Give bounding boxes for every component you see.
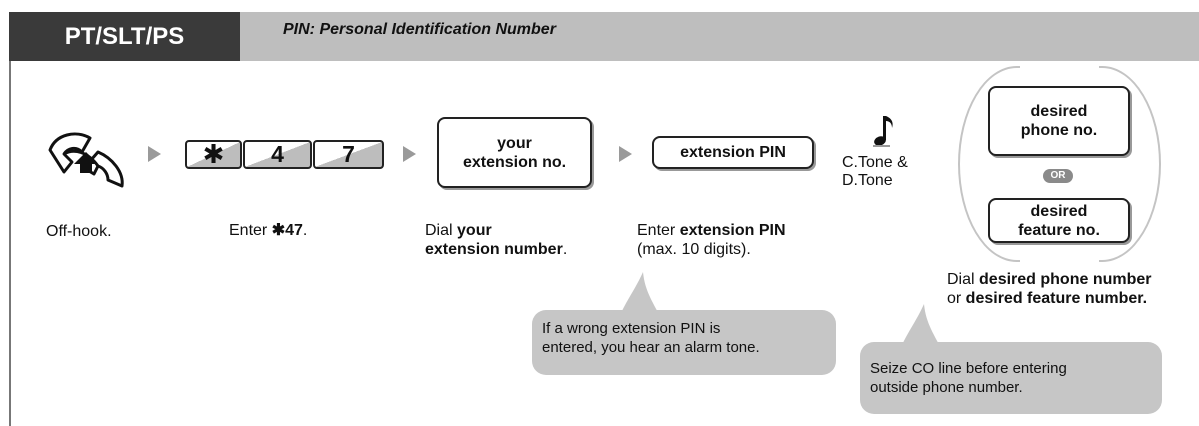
note-bubble-wrong-pin: If a wrong extension PIN is entered, you… xyxy=(532,310,836,375)
page-title: PIN: Personal Identification Number xyxy=(283,21,556,38)
music-note-icon xyxy=(873,116,893,147)
digit-4-key: 4 xyxy=(243,140,312,169)
digit-7-key: 7 xyxy=(313,140,384,169)
caption-off-hook: Off-hook. xyxy=(46,223,112,240)
note-bubble-seize-co: Seize CO line before entering outside ph… xyxy=(860,342,1162,414)
bubble-text-line: outside phone number. xyxy=(870,379,1023,396)
bubble-text-line: Seize CO line before entering xyxy=(870,360,1067,377)
your-extension-box: your extension no. xyxy=(437,117,592,188)
bubble-text-line: entered, you hear an alarm tone. xyxy=(542,339,760,356)
arrow-right-icon xyxy=(148,146,161,162)
or-badge: OR xyxy=(1043,169,1073,183)
header-tab: PT/SLT/PS xyxy=(9,12,240,61)
desired-phone-box: desired phone no. xyxy=(988,86,1130,156)
caption-enter-pin: Enter extension PIN (max. 10 digits). xyxy=(637,222,786,258)
off-hook-handset-icon xyxy=(48,132,124,188)
arrow-right-icon xyxy=(619,146,632,162)
bubble-tail-seize xyxy=(898,304,944,354)
desired-phone-label: desired phone no. xyxy=(1020,103,1098,139)
left-divider xyxy=(9,61,11,426)
your-extension-label: your extension no. xyxy=(462,134,567,171)
caption-dial-desired: Dial desired phone number or desired fea… xyxy=(947,271,1152,307)
caption-dial-extension: Dial your extension number. xyxy=(425,222,568,258)
desired-feature-box: desired feature no. xyxy=(988,198,1130,243)
bubble-text-line: If a wrong extension PIN is xyxy=(542,320,721,337)
star-key: ✱ xyxy=(185,140,242,169)
extension-pin-box: extension PIN xyxy=(652,136,814,169)
tone-line-1: C.Tone & xyxy=(842,154,908,171)
caption-enter-code: Enter ✱47. xyxy=(229,222,308,239)
tone-line-2: D.Tone xyxy=(842,172,893,189)
bubble-tail-wrong-pin xyxy=(617,272,663,322)
arrow-right-icon xyxy=(403,146,416,162)
desired-feature-label: desired feature no. xyxy=(1018,202,1100,239)
